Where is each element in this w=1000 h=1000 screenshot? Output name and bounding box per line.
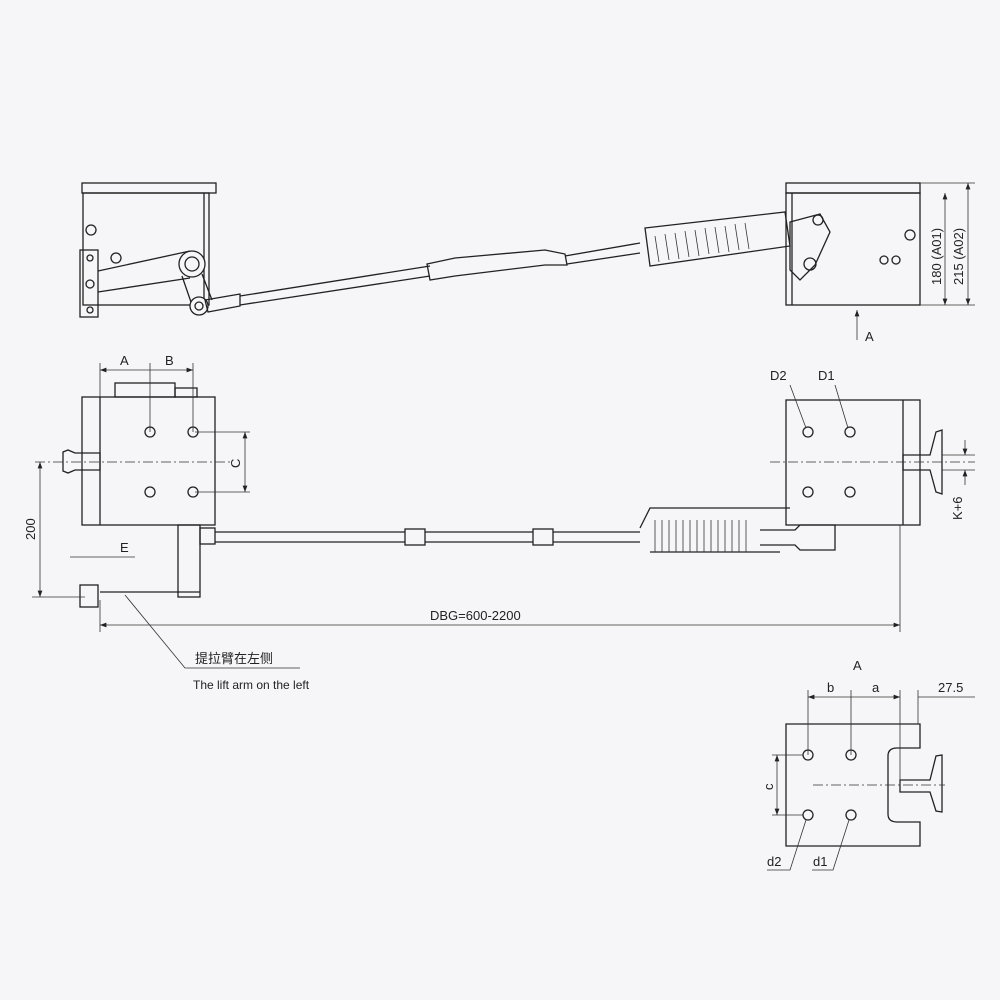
dim-e-label: E — [120, 540, 129, 555]
spring-cylinder — [644, 211, 831, 281]
right-plate — [770, 399, 975, 526]
dim-215-label: 215 (A02) — [951, 228, 966, 285]
left-housing — [79, 182, 217, 318]
dim-k6-label: K+6 — [950, 497, 965, 521]
plan-view: A B C 200 E D2 D1 K+6 DBG=600-2200 提拉臂在左… — [23, 353, 975, 692]
label-d2: D2 — [770, 368, 787, 383]
top-view: 180 (A01) 215 (A02) A — [79, 182, 975, 344]
dbg-dimension-label: DBG=600-2200 — [430, 608, 521, 623]
detail-view-a: A b a 27.5 c d2 d1 — [761, 658, 975, 871]
label-d1: D1 — [818, 368, 835, 383]
dim-180-label: 180 (A01) — [929, 228, 944, 285]
left-plate — [35, 382, 230, 608]
top-dimensions: 180 (A01) 215 (A02) A — [854, 182, 975, 344]
lift-arm-note-en: The lift arm on the left — [193, 678, 310, 692]
detail-dim-b: b — [827, 680, 834, 695]
detail-label-d2: d2 — [767, 854, 781, 869]
linkage-rod — [204, 242, 641, 313]
dim-a-label: A — [120, 353, 129, 368]
right-housing — [785, 182, 921, 306]
detail-dim-c: c — [761, 783, 776, 790]
detail-dim-27-5: 27.5 — [938, 680, 963, 695]
view-a-arrow-label: A — [865, 329, 874, 344]
detail-label-d1: d1 — [813, 854, 827, 869]
plan-rod — [215, 528, 640, 546]
detail-dim-a: a — [872, 680, 880, 695]
dim-c-label: C — [228, 459, 243, 468]
lift-arm-note-cn: 提拉臂在左侧 — [195, 651, 273, 666]
plan-dimensions: A B C 200 E D2 D1 K+6 DBG=600-2200 提拉臂在左… — [23, 353, 975, 692]
dim-b-label: B — [165, 353, 174, 368]
plan-spring — [639, 507, 836, 553]
detail-title: A — [853, 658, 862, 673]
dim-200-label: 200 — [23, 518, 38, 540]
